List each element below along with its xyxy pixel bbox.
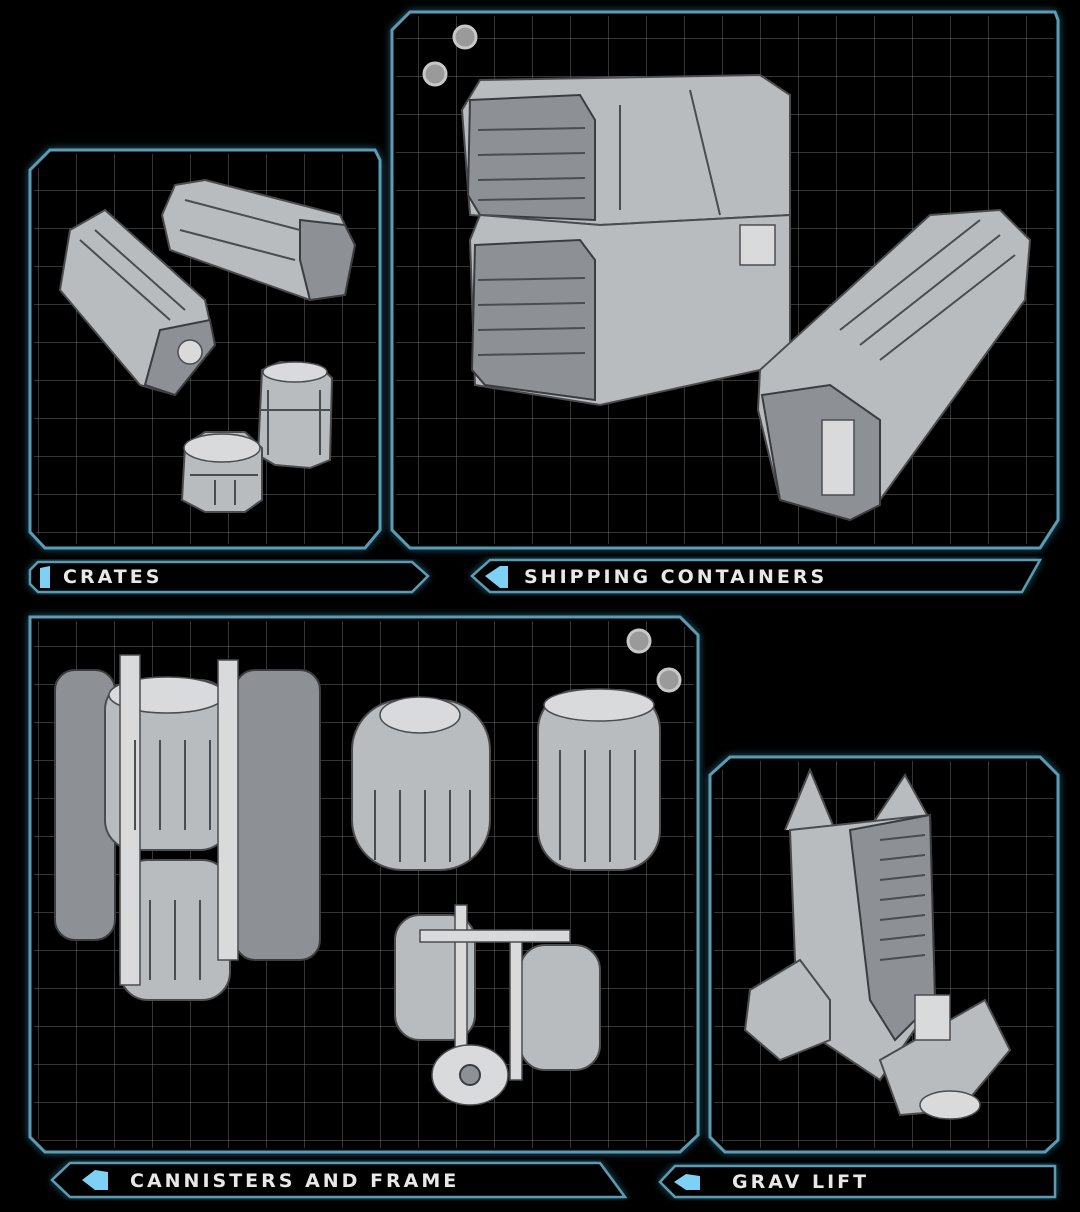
- grav-lift-model: [743, 767, 1012, 1120]
- crate-small-short: [180, 431, 263, 513]
- crate-long-left: [58, 208, 217, 397]
- label-tab-icon: [40, 566, 50, 588]
- shipping-container-single: [756, 208, 1032, 522]
- grav-lift-label: GRAV LIFT: [732, 1171, 869, 1193]
- shipping-containers-panel: [390, 10, 1060, 550]
- cannister-frame-small: [394, 904, 601, 1106]
- crates-panel: [28, 148, 382, 550]
- label-tab-icon: [82, 1170, 108, 1190]
- grav-lift-label-bar: GRAV LIFT: [658, 1164, 1057, 1199]
- decor-dot: [626, 628, 652, 654]
- crates-label: CRATES: [63, 566, 162, 588]
- decor-dot: [656, 667, 682, 693]
- cannisters-label: CANNISTERS AND FRAME: [130, 1170, 459, 1192]
- crates-label-bar: CRATES: [28, 560, 430, 594]
- cannister-frame-stack: [54, 654, 321, 1001]
- decor-dot: [452, 24, 478, 50]
- crate-long-right: [160, 178, 357, 302]
- cannisters-label-bar: CANNISTERS AND FRAME: [50, 1161, 628, 1199]
- shipping-containers-label: SHIPPING CONTAINERS: [524, 566, 827, 588]
- cannister-open: [537, 688, 661, 871]
- shipping-containers-label-bar: SHIPPING CONTAINERS: [470, 558, 1043, 594]
- decor-dot: [422, 61, 448, 87]
- label-tab-icon: [485, 566, 508, 588]
- cannisters-panel: [28, 615, 700, 1154]
- crate-small-tall: [256, 360, 334, 470]
- shipping-container-stack: [460, 73, 791, 407]
- grav-lift-panel: [708, 755, 1060, 1154]
- cannister-domed: [351, 696, 491, 871]
- label-tab-icon: [674, 1174, 700, 1190]
